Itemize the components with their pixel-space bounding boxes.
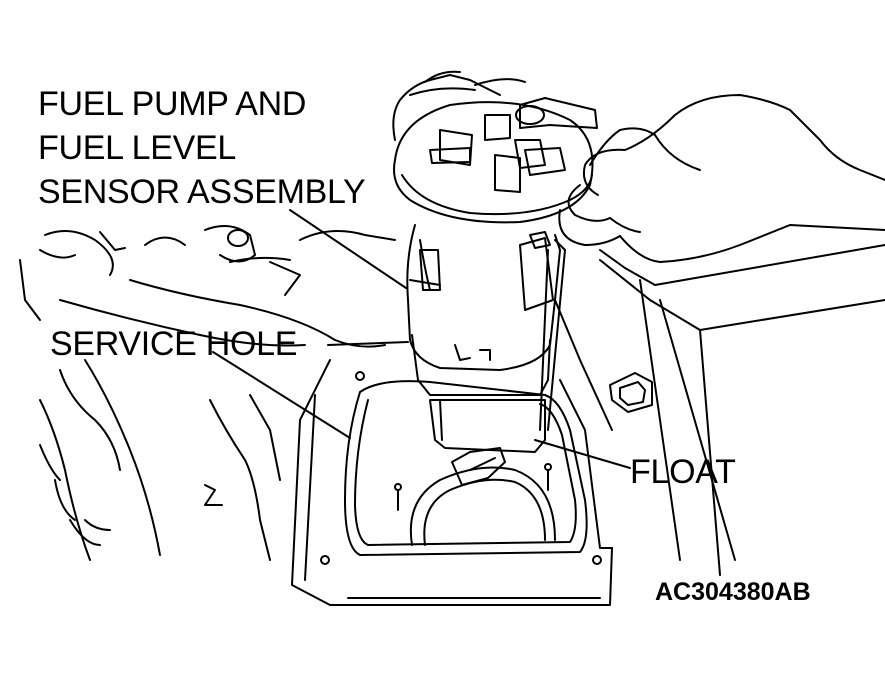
fuel-pump-assembly-label: FUEL PUMP AND FUEL LEVEL SENSOR ASSEMBLY [38,82,366,214]
fuel-pump-assembly-label-line-3: SENSOR ASSEMBLY [38,173,366,211]
fuel-pump-assembly-label-line-1: FUEL PUMP AND [38,85,307,123]
service-hole-leader [212,351,351,439]
service-hole-label: SERVICE HOLE [50,325,298,363]
hands [392,70,885,286]
service-hole-outline [320,371,602,565]
float-label: FLOAT [630,453,736,491]
fuel-pump-assembly-label-line-2: FUEL LEVEL [38,129,236,167]
leader-lines [212,209,631,469]
floor-bracket [609,372,653,413]
service-hole-leader-2 [327,341,409,346]
body-contours [19,225,396,561]
float-leader [534,439,631,469]
fuel-pump-assembly [393,97,598,486]
floor-panel-lines [291,244,885,606]
pump-assembly-leader [289,209,407,289]
figure-code: AC304380AB [655,578,811,606]
